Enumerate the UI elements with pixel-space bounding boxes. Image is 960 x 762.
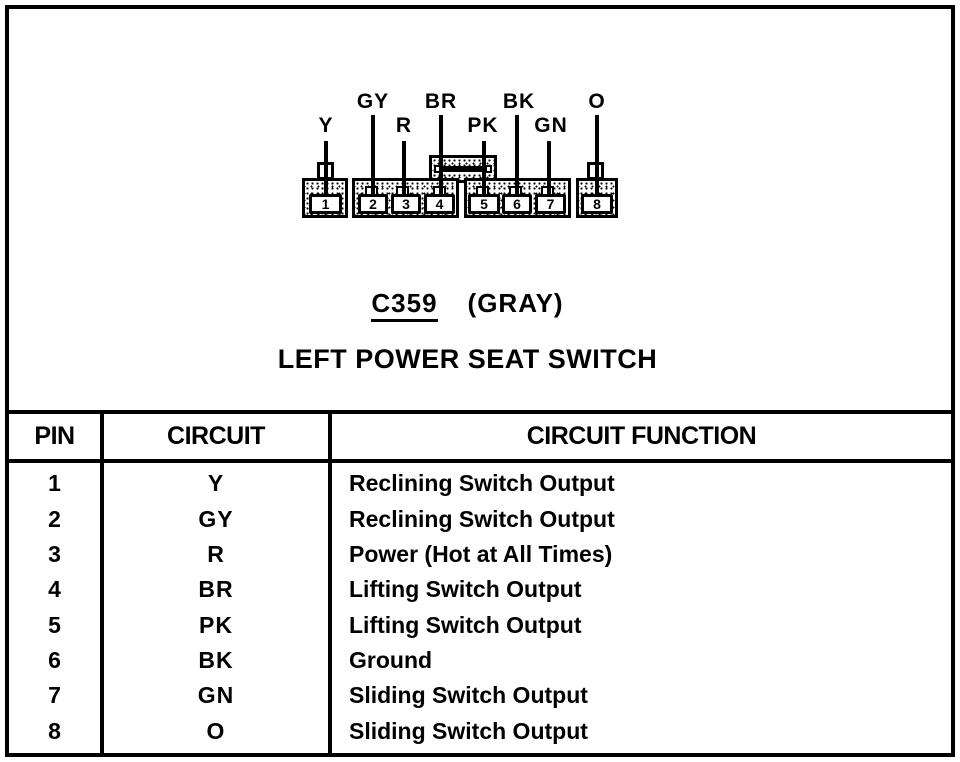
wire-label-r: R (395, 114, 413, 137)
pin-cavity-8: 8 (581, 194, 613, 214)
cell-pin: 5 (48, 611, 61, 638)
connector-id: C359 (371, 288, 438, 322)
wire-label-br: BR (424, 90, 458, 113)
table-row: 5 PK Lifting Switch Output (9, 608, 951, 643)
pin-cavity-5: 5 (468, 194, 500, 214)
pin-number-3: 3 (402, 196, 410, 212)
header-circuit-function: CIRCUIT FUNCTION (526, 422, 757, 450)
wire-line-pin3 (402, 141, 406, 195)
wire-line-pin2 (371, 115, 375, 195)
cell-function: Lifting Switch Output (349, 576, 582, 603)
cell-function: Lifting Switch Output (349, 611, 582, 638)
table-header-divider (9, 459, 951, 463)
cell-pin: 3 (48, 540, 61, 567)
table-row: 1 Y Reclining Switch Output (9, 466, 951, 501)
connector-name-title: LEFT POWER SEAT SWITCH (277, 344, 658, 374)
latch-dot-right (485, 165, 492, 173)
cell-pin: 4 (48, 576, 61, 603)
pin-cavity-3: 3 (391, 194, 421, 214)
latch-bar (441, 166, 485, 172)
pin-number-5: 5 (480, 196, 488, 212)
pin-cavity-6: 6 (502, 194, 532, 214)
table-top-line (9, 410, 951, 414)
cell-function: Sliding Switch Output (349, 717, 588, 744)
cell-pin: 6 (48, 647, 61, 674)
pin-number-1: 1 (321, 196, 330, 212)
cell-function: Power (Hot at All Times) (349, 540, 613, 567)
cell-circuit: PK (199, 611, 233, 638)
page-border-frame (5, 5, 955, 757)
cell-function: Sliding Switch Output (349, 682, 588, 709)
header-pin: PIN (34, 422, 75, 450)
table-body: 1 Y Reclining Switch Output 2 GY Reclini… (9, 466, 951, 749)
wire-label-y: Y (318, 114, 334, 137)
connector-latch (429, 155, 497, 183)
pin-number-7: 7 (546, 196, 555, 212)
cell-circuit: GY (198, 505, 234, 532)
table-row: 7 GN Sliding Switch Output (9, 678, 951, 713)
wire-line-pin4 (439, 115, 443, 195)
wire-line-pin5 (482, 141, 486, 195)
wire-line-pin1 (324, 141, 328, 197)
pin-cavity-1: 1 (309, 194, 342, 214)
pin-cavity-7: 7 (535, 194, 566, 214)
wire-label-o: O (588, 90, 606, 113)
wire-label-pk: PK (467, 114, 499, 137)
cell-function: Ground (349, 647, 433, 674)
wire-label-gy: GY (356, 90, 390, 113)
table-column-line-2 (328, 410, 332, 755)
cell-function: Reclining Switch Output (349, 505, 615, 532)
wire-label-gn: GN (534, 114, 568, 137)
connector-color-note: (GRAY) (467, 288, 564, 318)
connector-title-line: C359 (GRAY) (0, 288, 935, 322)
cell-circuit: GN (197, 682, 235, 709)
cell-function: Reclining Switch Output (349, 470, 615, 497)
pin-cavity-4: 4 (424, 194, 455, 214)
wire-line-pin8 (595, 115, 599, 197)
pin-number-4: 4 (435, 196, 444, 212)
table-row: 4 BR Lifting Switch Output (9, 572, 951, 607)
table-row: 2 GY Reclining Switch Output (9, 501, 951, 536)
cell-circuit: R (207, 540, 225, 567)
header-circuit: CIRCUIT (167, 422, 265, 450)
table-row: 8 O Sliding Switch Output (9, 714, 951, 749)
cell-pin: 1 (48, 470, 61, 497)
cell-pin: 8 (48, 717, 61, 744)
pin-number-2: 2 (369, 196, 377, 212)
wire-line-pin7 (547, 141, 551, 195)
cell-pin: 2 (48, 505, 61, 532)
pin-number-6: 6 (513, 196, 521, 212)
table-row: 3 R Power (Hot at All Times) (9, 537, 951, 572)
pin-cavity-2: 2 (358, 194, 388, 214)
cell-circuit: Y (207, 470, 225, 497)
cell-pin: 7 (48, 682, 61, 709)
cell-circuit: BK (198, 647, 234, 674)
wire-label-bk: BK (502, 90, 536, 113)
table-column-line-1 (100, 410, 104, 755)
cell-circuit: O (206, 717, 226, 744)
pin-number-8: 8 (593, 196, 601, 212)
cell-circuit: BR (198, 576, 234, 603)
wire-line-pin6 (515, 115, 519, 195)
table-row: 6 BK Ground (9, 643, 951, 678)
